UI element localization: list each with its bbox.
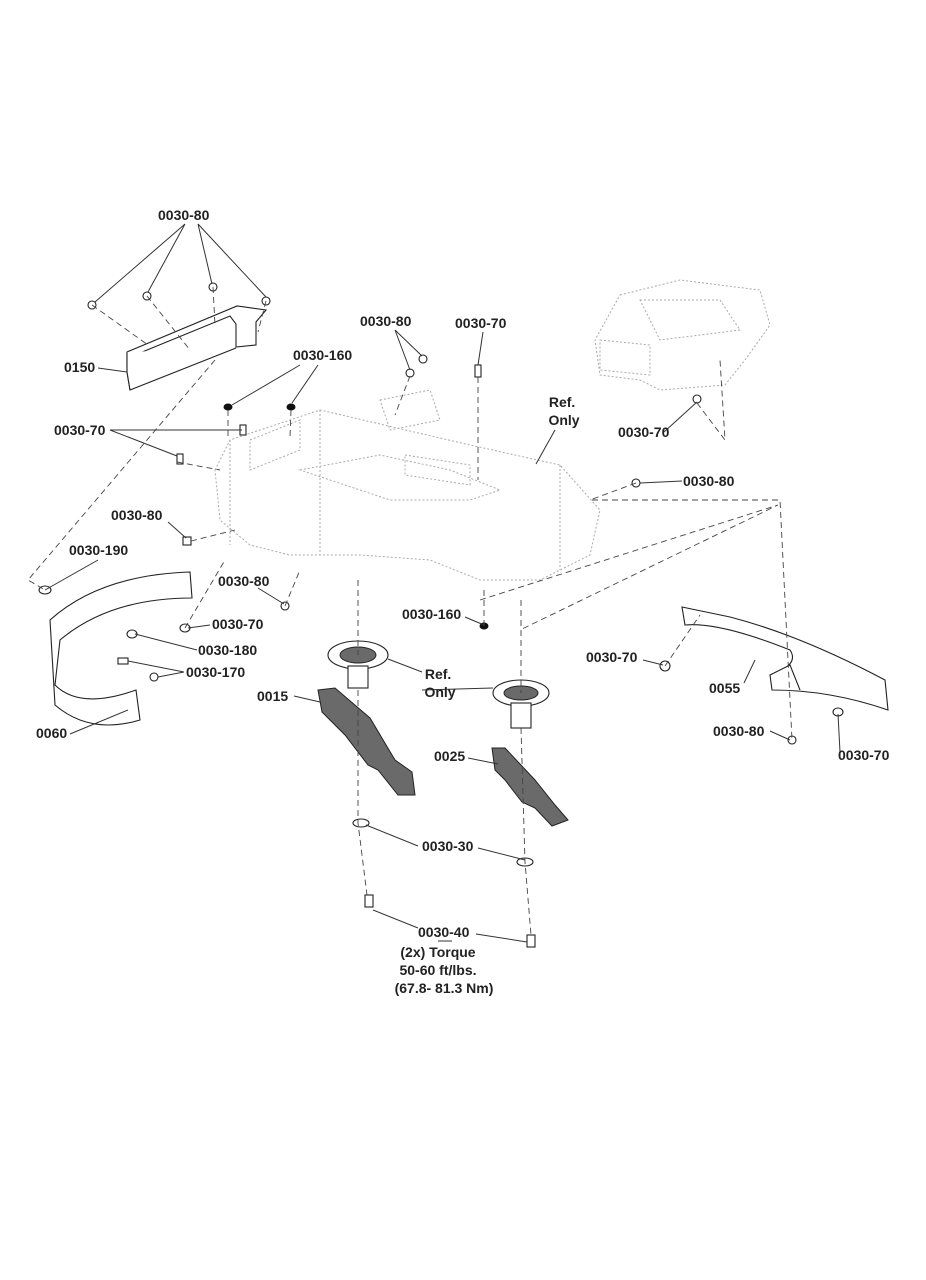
label-0030-80-top: 0030-80 bbox=[158, 207, 210, 223]
label-0030-190: 0030-190 bbox=[69, 542, 128, 558]
label-0015: 0015 bbox=[257, 688, 288, 704]
label-0030-30: 0030-30 bbox=[422, 838, 474, 854]
label-0030-70-lower: 0030-70 bbox=[212, 616, 264, 632]
part-0060-guard bbox=[49, 571, 193, 726]
label-0030-170: 0030-170 bbox=[186, 664, 245, 680]
label-0030-80-right: 0030-80 bbox=[683, 473, 735, 489]
label-0150: 0150 bbox=[64, 359, 95, 375]
torque-note-line3: (67.8- 81.3 Nm) bbox=[395, 980, 494, 996]
label-0030-80-r: 0030-80 bbox=[713, 723, 765, 739]
spindle-right bbox=[492, 679, 550, 729]
ref-only-mid-line2: Only bbox=[424, 684, 455, 700]
label-0030-160-top: 0030-160 bbox=[293, 347, 352, 363]
part-0055-guard bbox=[681, 606, 889, 711]
label-0030-70-r2: 0030-70 bbox=[838, 747, 890, 763]
ref-only-top-line2: Only bbox=[548, 412, 579, 428]
label-0030-80-mid: 0030-80 bbox=[360, 313, 412, 329]
label-0030-160-lower: 0030-160 bbox=[402, 606, 461, 622]
label-0030-70-mid: 0030-70 bbox=[455, 315, 507, 331]
label-ref-only-mid: Ref. Only bbox=[424, 666, 455, 700]
label-0030-40: 0030-40 bbox=[418, 924, 470, 940]
part-0150-bracket bbox=[126, 305, 268, 391]
deck-reference-outline bbox=[214, 389, 601, 581]
part-0025-blade bbox=[491, 747, 569, 827]
label-0030-180: 0030-180 bbox=[198, 642, 257, 658]
part-labels: 0030-80 0150 0030-160 0030-80 0030-70 Re… bbox=[36, 207, 890, 996]
spindle-left bbox=[327, 640, 389, 689]
upper-housing-reference-outline bbox=[594, 279, 771, 391]
leader-lines bbox=[44, 223, 841, 943]
label-0030-80-lower: 0030-80 bbox=[218, 573, 270, 589]
part-0015-blade bbox=[317, 687, 416, 796]
ref-only-mid-line1: Ref. bbox=[425, 666, 451, 682]
label-0060: 0060 bbox=[36, 725, 67, 741]
label-0030-80-left: 0030-80 bbox=[111, 507, 163, 523]
assembly-lines bbox=[27, 286, 793, 936]
label-ref-only-top: Ref. Only bbox=[548, 394, 579, 428]
label-0030-70-left: 0030-70 bbox=[54, 422, 106, 438]
torque-note-line2: 50-60 ft/lbs. bbox=[399, 962, 476, 978]
label-0055: 0055 bbox=[709, 680, 740, 696]
label-0030-70-r: 0030-70 bbox=[586, 649, 638, 665]
ref-only-top-line1: Ref. bbox=[549, 394, 575, 410]
label-0025: 0025 bbox=[434, 748, 465, 764]
torque-note-line1: (2x) Torque bbox=[400, 944, 475, 960]
label-0030-70-right-top: 0030-70 bbox=[618, 424, 670, 440]
